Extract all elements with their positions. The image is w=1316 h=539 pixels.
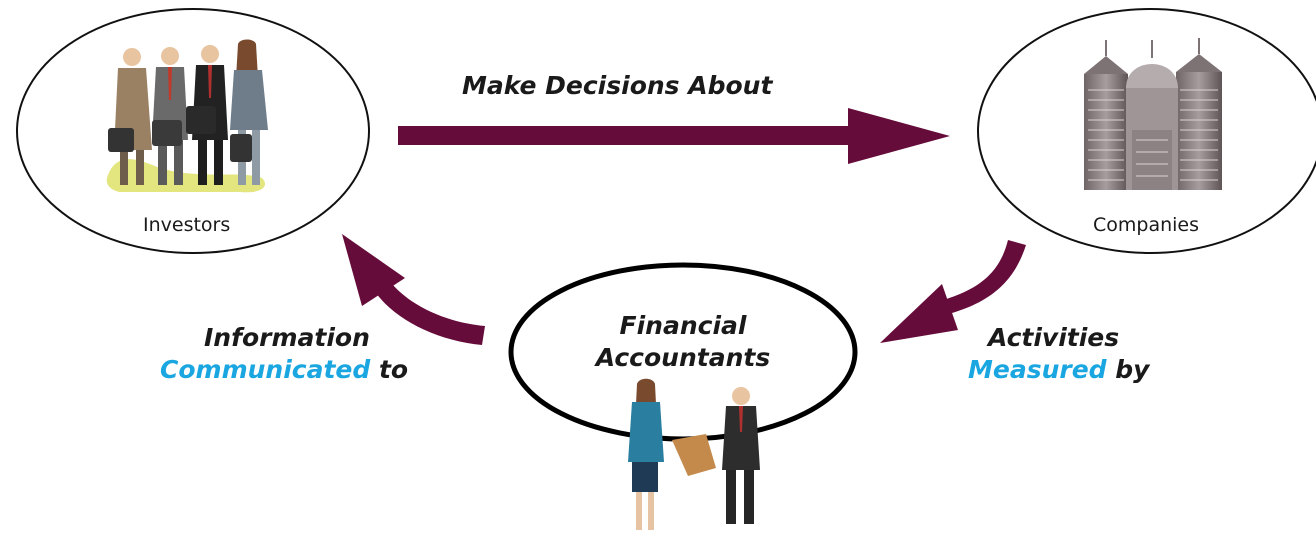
- decisions-label: Make Decisions About: [462, 71, 773, 100]
- investors-label: Investors: [143, 214, 231, 236]
- measured-highlight: Measured: [968, 355, 1107, 384]
- accountants-label-line1: Financial: [619, 311, 747, 340]
- companies-label: Companies: [1093, 214, 1200, 236]
- communicated-label-line2: Communicated to: [160, 355, 409, 384]
- measured-arrow: [880, 240, 1026, 343]
- communicated-label: Information Communicated to: [160, 322, 408, 386]
- measured-label-line2: Measured by: [968, 355, 1150, 384]
- accountants-label: Financial Accountants: [587, 310, 779, 374]
- communicated-label-line1: Information: [204, 323, 370, 352]
- measured-label: Activities Measured by: [968, 322, 1149, 386]
- two-business-people-exchanging-document-icon: [628, 378, 760, 530]
- communicated-arrow: [342, 234, 485, 345]
- accountants-label-line2: Accountants: [595, 343, 771, 372]
- city-skyscrapers-icon: [1084, 38, 1222, 190]
- measured-label-line1: Activities: [988, 323, 1120, 352]
- group-of-business-people-icon: [106, 39, 268, 193]
- communicated-highlight: Communicated: [160, 355, 371, 384]
- decisions-arrow: [398, 108, 950, 164]
